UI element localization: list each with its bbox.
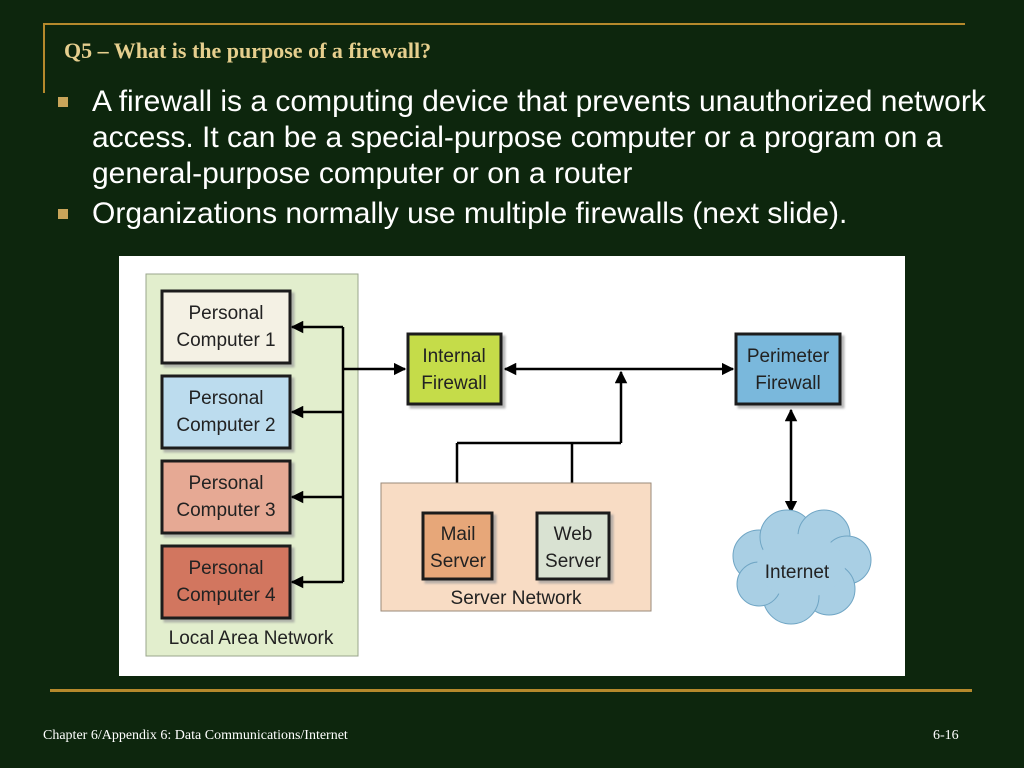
footer-chapter-text: Chapter 6/Appendix 6: Data Communication…: [43, 728, 348, 743]
bullet-square-icon: [58, 97, 68, 107]
bullet-square-icon: [58, 209, 68, 219]
web-server-line1: Web: [554, 524, 593, 545]
perimeter-firewall-line2: Firewall: [755, 373, 820, 394]
internal-firewall-line1: Internal: [422, 346, 485, 367]
perimeter-firewall-line1: Perimeter: [747, 346, 830, 367]
bullet-item: Organizations normally use multiple fire…: [58, 196, 998, 232]
web-server-box: Web Server: [535, 511, 611, 581]
web-server-line2: Server: [545, 551, 602, 572]
internet-cloud: Internet: [732, 509, 872, 625]
pc-2-label-line2: Computer 2: [176, 415, 275, 436]
bullet-text: A firewall is a computing device that pr…: [92, 85, 986, 190]
server-network-label: Server Network: [451, 588, 582, 609]
pc-4-label-line2: Computer 4: [176, 585, 276, 606]
mail-server-line2: Server: [430, 551, 487, 572]
pc-3-label-line2: Computer 3: [176, 500, 275, 521]
internal-firewall-box: Internal Firewall: [406, 332, 503, 406]
slide-title: Q5 – What is the purpose of a firewall?: [64, 38, 432, 63]
pc-1-box: Personal Computer 1: [160, 289, 292, 365]
pc-4-box: Personal Computer 4: [160, 544, 292, 620]
pc-2-box: Personal Computer 2: [160, 374, 292, 450]
perimeter-firewall-box: Perimeter Firewall: [734, 332, 842, 406]
pc-3-label-line1: Personal: [189, 473, 264, 494]
firewall-diagram-svg: Local Area Network Personal Computer 1 P…: [145, 273, 872, 657]
footer-rule: [50, 689, 972, 692]
pc-2-label-line1: Personal: [189, 388, 264, 409]
cloud-icon: [732, 509, 872, 625]
internet-label: Internet: [765, 562, 830, 583]
firewall-diagram: Local Area Network Personal Computer 1 P…: [119, 256, 905, 676]
footer-page-number: 6-16: [933, 728, 959, 743]
bullet-list: A firewall is a computing device that pr…: [58, 84, 998, 236]
pc-4-label-line1: Personal: [189, 558, 264, 579]
mail-server-box: Mail Server: [421, 511, 494, 581]
internal-firewall-line2: Firewall: [421, 373, 486, 394]
title-rule-left: [43, 23, 45, 93]
pc-3-box: Personal Computer 3: [160, 459, 292, 535]
bullet-item: A firewall is a computing device that pr…: [58, 84, 998, 192]
mail-server-line1: Mail: [441, 524, 476, 545]
lan-label: Local Area Network: [169, 628, 334, 649]
bullet-text: Organizations normally use multiple fire…: [92, 197, 848, 230]
pc-1-label-line2: Computer 1: [176, 330, 275, 351]
pc-1-label-line1: Personal: [189, 303, 264, 324]
title-rule-top: [43, 23, 965, 25]
